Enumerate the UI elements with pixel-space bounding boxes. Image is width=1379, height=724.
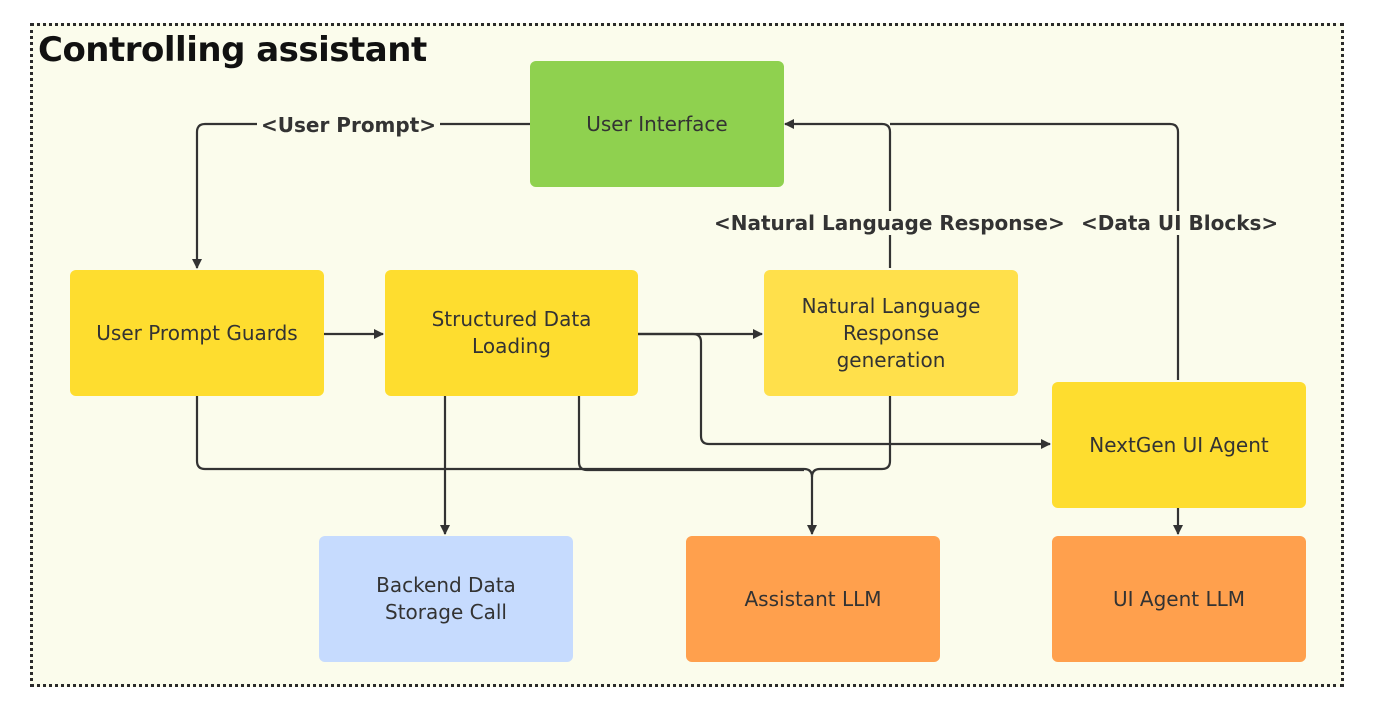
node-nl-response-generation: Natural Language Response generation [764, 270, 1018, 396]
edge-nl-to-llm [810, 396, 892, 478]
node-structured-data-loading-label: Structured Data Loading [431, 307, 592, 358]
node-backend-data-storage-call: Backend Data Storage Call [319, 536, 573, 662]
edge-ui-to-guards [192, 122, 530, 269]
node-ui-agent-llm-label: UI Agent LLM [1113, 586, 1245, 611]
edge-agent-to-ui [890, 122, 1180, 380]
edge-structured-to-agent [638, 332, 1051, 449]
node-ui-agent-llm: UI Agent LLM [1052, 536, 1306, 662]
node-structured-data-loading: Structured Data Loading [385, 270, 638, 396]
node-user-interface-label: User Interface [586, 111, 728, 136]
edge-label-nl-response: <Natural Language Response> [710, 211, 1069, 235]
edge-label-data-ui-blocks: <Data UI Blocks> [1077, 211, 1283, 235]
diagram-title: Controlling assistant [38, 30, 427, 70]
node-nextgen-ui-agent-label: NextGen UI Agent [1089, 432, 1269, 457]
edge-label-user-prompt: <User Prompt> [257, 113, 441, 137]
node-backend-data-storage-call-label: Backend Data Storage Call [376, 573, 516, 624]
node-nextgen-ui-agent: NextGen UI Agent [1052, 382, 1306, 508]
node-user-prompt-guards-label: User Prompt Guards [96, 320, 298, 345]
edge-guards-to-llm [195, 396, 817, 535]
node-nl-response-generation-label: Natural Language Response generation [801, 293, 981, 372]
edge-structured-to-llm [577, 396, 804, 472]
node-assistant-llm: Assistant LLM [686, 536, 940, 662]
node-assistant-llm-label: Assistant LLM [744, 586, 882, 611]
node-user-interface: User Interface [530, 61, 784, 187]
node-user-prompt-guards: User Prompt Guards [70, 270, 324, 396]
edge-nl-to-ui [784, 119, 892, 268]
